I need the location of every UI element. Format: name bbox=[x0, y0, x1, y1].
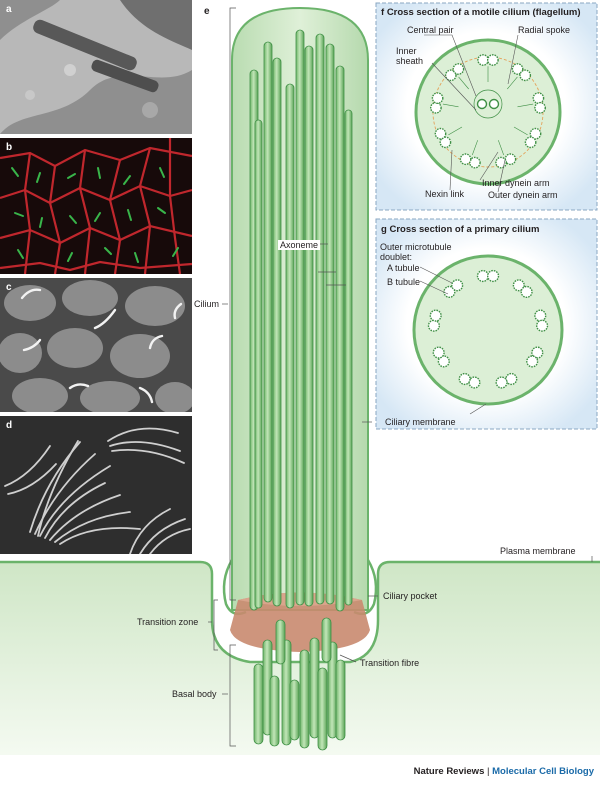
b-tubule bbox=[458, 372, 471, 386]
primary-doublets bbox=[427, 269, 549, 389]
a-tubule bbox=[444, 69, 457, 82]
b-tubule bbox=[487, 269, 500, 283]
b-tubule bbox=[431, 92, 444, 105]
panel-letter-b: b bbox=[6, 142, 13, 153]
label-outer-doublet-1: Outer microtubule bbox=[380, 242, 452, 252]
label-transition-zone: Transition zone bbox=[137, 617, 199, 627]
b-tubule bbox=[519, 69, 532, 82]
b-tubule bbox=[524, 136, 537, 149]
label-central-pair: Central pair bbox=[407, 25, 454, 35]
label-ciliary-membrane: Ciliary membrane bbox=[385, 417, 456, 427]
a-tubule bbox=[511, 63, 524, 75]
a-tubule bbox=[439, 136, 452, 149]
radial-spoke bbox=[507, 76, 518, 90]
label-inner-dynein-arm: Inner dynein arm bbox=[482, 178, 550, 188]
radial-spoke bbox=[498, 140, 504, 156]
label-outer-dynein-arm: Outer dynein arm bbox=[488, 190, 558, 200]
panel-letter-e: e bbox=[204, 6, 210, 17]
micrograph-d bbox=[0, 416, 192, 554]
micrograph-b bbox=[0, 138, 192, 274]
b-tubule bbox=[459, 153, 472, 166]
axoneme-doublets bbox=[249, 29, 353, 612]
basal-body-triplets bbox=[253, 617, 346, 751]
label-outer-doublet-2: doublet: bbox=[380, 252, 413, 262]
credit-separator: | bbox=[487, 766, 490, 777]
micrograph-c bbox=[0, 278, 192, 412]
box-g-title: g Cross section of a primary cilium bbox=[381, 224, 539, 235]
a-tubule bbox=[477, 54, 489, 66]
b-tubule bbox=[452, 63, 465, 75]
a-tubule bbox=[437, 355, 450, 368]
box-f-title: f Cross section of a motile cilium (flag… bbox=[381, 7, 581, 18]
transition-zone-bracket bbox=[213, 599, 218, 651]
a-tubule bbox=[534, 309, 547, 322]
label-ciliary-pocket: Ciliary pocket bbox=[383, 591, 438, 601]
box-f-title-text: Cross section of a motile cilium (flagel… bbox=[386, 7, 581, 18]
b-tubule bbox=[534, 101, 546, 114]
b-tubule bbox=[451, 279, 464, 292]
a-tubule bbox=[476, 269, 490, 283]
transition-zone-shape bbox=[230, 592, 370, 652]
a-tubule bbox=[531, 346, 544, 359]
b-tubule bbox=[535, 319, 549, 332]
radial-spoke bbox=[442, 103, 459, 108]
radial-spoke bbox=[448, 126, 463, 136]
plasma-membrane bbox=[0, 560, 600, 664]
b-tubule bbox=[429, 309, 442, 322]
label-b-tubule: B tubule bbox=[387, 277, 421, 287]
b-tubule bbox=[486, 54, 499, 66]
panel-letter-d: d bbox=[6, 420, 13, 431]
motile-doublets bbox=[429, 54, 546, 169]
basal-body-bracket bbox=[229, 644, 236, 747]
a-tubule bbox=[532, 92, 545, 105]
b-tubule bbox=[434, 127, 447, 140]
micrograph-a-image bbox=[0, 0, 192, 134]
b-tubule bbox=[520, 285, 533, 299]
micrograph-b-image bbox=[0, 138, 192, 274]
a-tubule bbox=[529, 127, 542, 140]
central-pair bbox=[476, 98, 500, 110]
label-transition-fibre: Transition fibre bbox=[360, 658, 420, 668]
a-tubule bbox=[429, 101, 442, 114]
label-radial-spoke: Radial spoke bbox=[518, 25, 571, 35]
box-g-title-text: Cross section of a primary cilium bbox=[389, 224, 540, 235]
b-tubule bbox=[526, 355, 539, 368]
cell-cytoplasm bbox=[0, 562, 600, 755]
panel-letter-a: a bbox=[6, 4, 12, 15]
credit-journal: Nature Reviews bbox=[413, 766, 485, 777]
label-nexin-link: Nexin link bbox=[425, 189, 465, 199]
a-tubule bbox=[427, 319, 441, 332]
label-inner-sheath-2: sheath bbox=[396, 56, 424, 66]
radial-spoke bbox=[472, 140, 478, 156]
label-axoneme: Axoneme bbox=[278, 240, 321, 250]
label-cilium: Cilium bbox=[194, 299, 220, 309]
cilium-bracket bbox=[229, 7, 236, 601]
b-tubule bbox=[432, 346, 445, 359]
credit-subjournal: Molecular Cell Biology bbox=[492, 766, 594, 777]
label-basal-body: Basal body bbox=[172, 689, 217, 699]
label-a-tubule: A tubule bbox=[387, 263, 420, 273]
journal-credit: Nature Reviews | Molecular Cell Biology bbox=[414, 766, 594, 777]
box-g-letter: g bbox=[381, 224, 387, 235]
radial-spoke bbox=[513, 126, 528, 136]
micrograph-c-image bbox=[0, 278, 192, 412]
label-inner-sheath-1: Inner bbox=[396, 46, 417, 56]
a-tubule bbox=[504, 153, 517, 166]
panel-letter-c: c bbox=[6, 282, 12, 293]
a-tubule bbox=[512, 279, 525, 292]
micrograph-a bbox=[0, 0, 192, 134]
radial-spoke bbox=[458, 76, 469, 90]
inner-sheath bbox=[473, 89, 503, 119]
b-tubule bbox=[495, 156, 507, 169]
b-tubule bbox=[495, 376, 508, 389]
micrograph-d-image bbox=[0, 416, 192, 554]
label-plasma-membrane: Plasma membrane bbox=[500, 546, 576, 556]
box-f-letter: f bbox=[381, 7, 385, 18]
radial-spoke bbox=[517, 103, 534, 108]
